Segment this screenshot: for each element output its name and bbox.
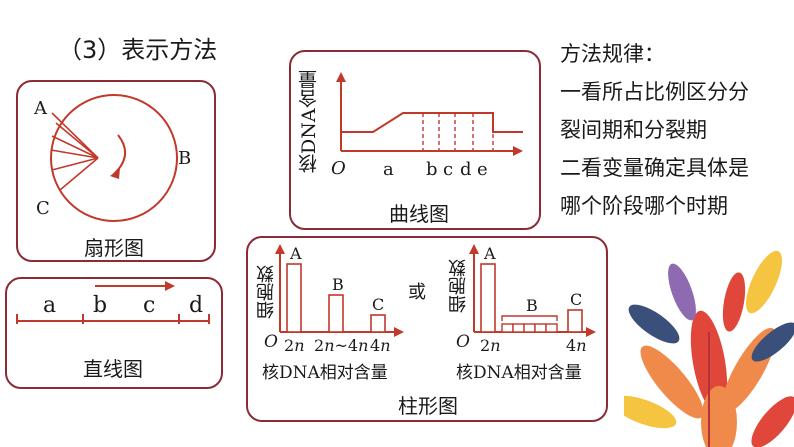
rules-line-3: 二看变量确定具体是 [560,156,749,180]
bar-chart [275,244,596,337]
left-x-label: 核DNA相对含量 [262,363,388,383]
curve-x-label-a: a [383,159,394,180]
arrowhead-icon [394,327,404,337]
sector-circle [50,94,178,222]
left-bar-label-a: A [290,244,302,263]
sector-line [51,135,99,159]
sector-caption: 扇形图 [84,236,144,260]
right-bar-b [545,323,558,333]
arrowhead-icon [513,146,523,156]
sector-label-c: C [36,198,50,219]
right-bar-label-c: C [570,290,583,309]
right-x-label: 核DNA相对含量 [456,363,582,383]
right-bar-a [480,263,496,333]
sector-line [55,122,99,159]
line-chart-box: a b c d 直线图 [5,277,223,389]
curve-origin: O [331,158,346,179]
line-label-d: d [189,293,204,318]
left-origin: O [264,332,278,352]
rules-title: 方法规律： [560,42,665,66]
leaf-icon [751,396,794,447]
arrowhead-icon [275,244,285,254]
leaf-icon [751,322,794,362]
sector-label-a: A [34,98,47,119]
sector-line [51,157,99,171]
rules-line-2: 裂间期和分裂期 [560,118,707,142]
section-heading: （3）表示方法 [58,36,218,64]
sector-chart [50,94,178,222]
leaf-icon [722,272,746,332]
right-origin: O [456,332,470,352]
right-bar-b-bracket [501,315,558,321]
sector-label-b: B [178,148,192,169]
sector-line [51,112,99,159]
left-bar-label-c: C [372,295,385,314]
sector-line [59,157,99,191]
leaf-icon [745,250,783,314]
curve-x-label-b: b [426,159,438,180]
bar-caption: 柱形图 [398,394,458,418]
leaf-icon [701,386,737,447]
right-bar-label-b: B [526,296,538,315]
curve-chart [336,72,523,156]
curve-x-label-d: d [460,159,472,180]
leaf-icon [668,263,696,321]
bar-connector: 或 [408,282,426,303]
right-bar-c [567,309,583,333]
left-tick-2n: 2n [284,336,305,355]
sector-chart-box: A B C 扇形图 [16,80,216,262]
right-bar-b [523,323,536,333]
arrowhead-icon [336,72,346,82]
left-bar-a [286,263,302,333]
rotation-arrow [113,134,126,175]
sector-line [50,149,99,159]
left-y-label: 细胞数 [256,265,277,319]
right-tick-2n: 2n [480,336,501,355]
left-tick-4n: 4n [370,336,391,355]
rules-line-1: 一看所占比例区分分 [560,80,749,104]
curve-x-label-e: e [477,159,488,180]
right-tick-4n: 4n [566,336,587,355]
arrowhead-icon [469,244,479,254]
rules-line-4: 哪个阶段哪个时期 [560,194,728,218]
arrowhead-icon [165,281,175,291]
arrowhead-icon [110,168,120,179]
arrowhead-icon [586,327,596,337]
right-bar-b [512,323,525,333]
line-chart [16,281,210,324]
leaf-icon [624,395,677,429]
line-label-c: c [143,293,156,318]
line-label-a: a [43,293,57,318]
right-y-label: 细胞数 [448,259,469,313]
right-bar-label-a: A [484,244,496,263]
curve-y-label: 核DNA含量 [298,70,320,174]
bar-chart-box: 细胞数 A B C O 2n 2n~4n 4n 核DNA相对含量 或 细胞数 A… [246,236,608,422]
right-bar-b-group [501,323,558,333]
right-bar-b [501,323,514,333]
dna-content-curve [341,112,523,133]
line-label-b: b [93,293,108,318]
left-tick-2n-4n: 2n~4n [314,336,369,355]
curve-x-label-c: c [443,159,454,180]
left-bar-b [328,294,344,333]
leaf-icon [640,345,704,419]
left-bar-c [370,314,386,333]
line-caption: 直线图 [83,357,143,381]
right-bar-b [534,323,547,333]
curve-chart-box: 核DNA含量 O a b c d e 曲线图 [289,50,541,230]
curve-caption: 曲线图 [389,202,449,226]
left-bar-label-b: B [332,275,344,294]
leaf-icon [628,304,680,344]
decorative-leaves [624,250,794,447]
